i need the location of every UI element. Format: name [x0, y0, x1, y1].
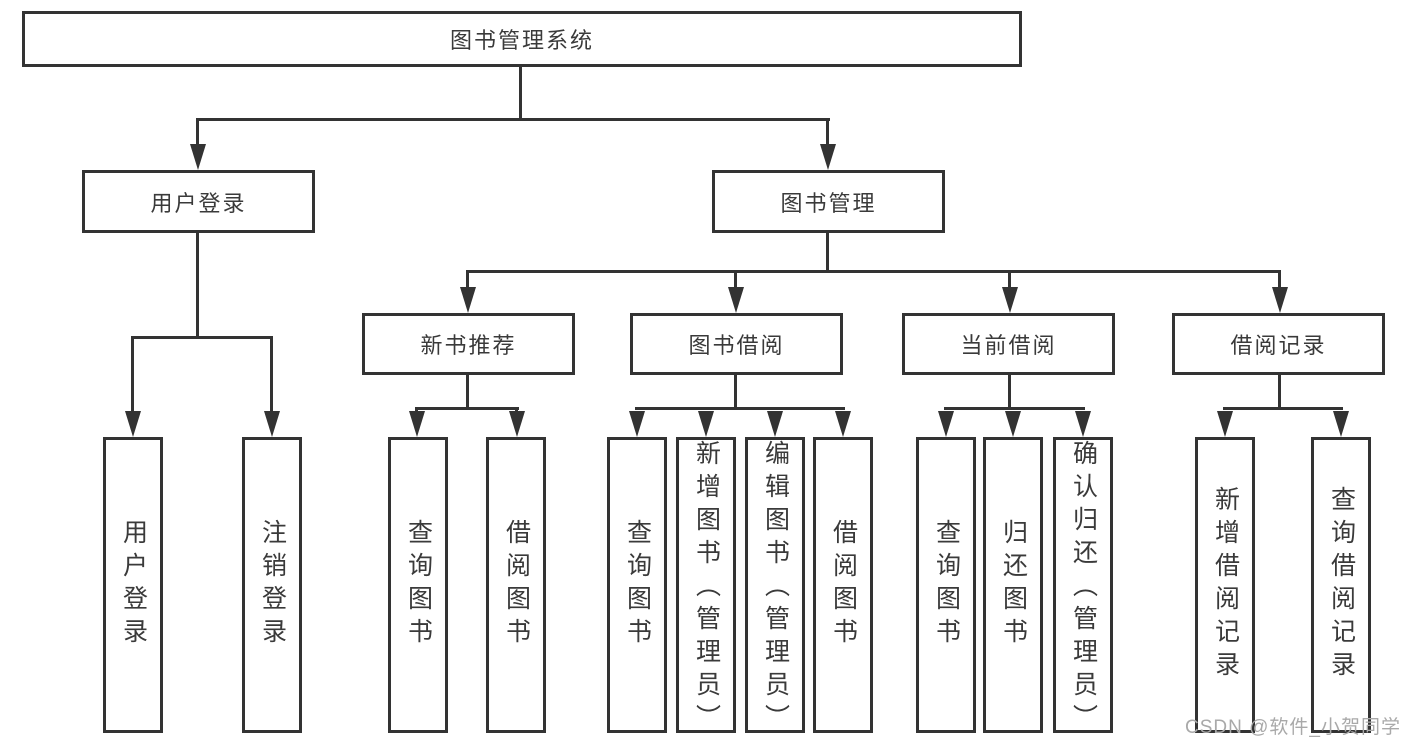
leaf-logout-login: 注销登录 — [242, 437, 302, 733]
connector-line — [466, 273, 469, 289]
connector-line — [1223, 407, 1343, 410]
connector-line — [270, 339, 273, 413]
connector-line — [519, 67, 522, 120]
arrowhead — [820, 144, 836, 170]
arrowhead — [728, 287, 744, 313]
arrowhead — [509, 411, 525, 437]
connector-line — [1008, 375, 1011, 409]
connector-line — [635, 407, 845, 410]
leaf-borrow-book-borrow: 借阅图书 — [813, 437, 873, 733]
leaf-add-borrow-record: 新增借阅记录 — [1195, 437, 1255, 733]
node-book-borrow: 图书借阅 — [630, 313, 843, 375]
arrowhead — [190, 144, 206, 170]
arrowhead — [629, 411, 645, 437]
connector-line — [196, 120, 199, 146]
arrowhead — [835, 411, 851, 437]
leaf-query-book-borrow: 查询图书 — [607, 437, 667, 733]
arrowhead — [1333, 411, 1349, 437]
connector-line — [131, 336, 273, 339]
connector-line — [1008, 273, 1011, 289]
node-borrow-records: 借阅记录 — [1172, 313, 1385, 375]
node-book-management: 图书管理 — [712, 170, 945, 233]
leaf-confirm-return-admin: 确认归还（管理员） — [1053, 437, 1113, 737]
node-user-login: 用户登录 — [82, 170, 315, 233]
node-current-borrow: 当前借阅 — [902, 313, 1115, 375]
connector-line — [466, 270, 1281, 273]
arrowhead — [460, 287, 476, 313]
leaf-user-login: 用户登录 — [103, 437, 163, 733]
leaf-edit-book-admin: 编辑图书（管理员） — [745, 437, 805, 737]
arrowhead — [1217, 411, 1233, 437]
leaf-borrow-book-newrec: 借阅图书 — [486, 437, 546, 733]
arrowhead — [767, 411, 783, 437]
node-library-system: 图书管理系统 — [22, 11, 1022, 67]
arrowhead — [264, 411, 280, 437]
arrowhead — [1075, 411, 1091, 437]
connector-line — [826, 120, 829, 146]
leaf-query-book-current: 查询图书 — [916, 437, 976, 733]
connector-line — [1278, 375, 1281, 409]
leaf-query-borrow-record: 查询借阅记录 — [1311, 437, 1371, 733]
connector-line — [196, 233, 199, 338]
connector-line — [826, 233, 829, 273]
connector-line — [734, 375, 737, 409]
connector-line — [1278, 273, 1281, 289]
arrowhead — [1002, 287, 1018, 313]
watermark: CSDN @软件_小贺同学 — [1185, 717, 1401, 738]
connector-line — [466, 375, 469, 409]
arrowhead — [125, 411, 141, 437]
arrowhead — [1272, 287, 1288, 313]
connector-line — [131, 339, 134, 413]
leaf-return-book: 归还图书 — [983, 437, 1043, 733]
connector-line — [196, 118, 830, 121]
arrowhead — [409, 411, 425, 437]
leaf-add-book-admin: 新增图书（管理员） — [676, 437, 736, 737]
connector-line — [944, 407, 1085, 410]
node-new-book-recommend: 新书推荐 — [362, 313, 575, 375]
leaf-query-book-newrec: 查询图书 — [388, 437, 448, 733]
connector-line — [734, 273, 737, 289]
arrowhead — [1005, 411, 1021, 437]
arrowhead — [938, 411, 954, 437]
arrowhead — [698, 411, 714, 437]
connector-line — [415, 407, 519, 410]
